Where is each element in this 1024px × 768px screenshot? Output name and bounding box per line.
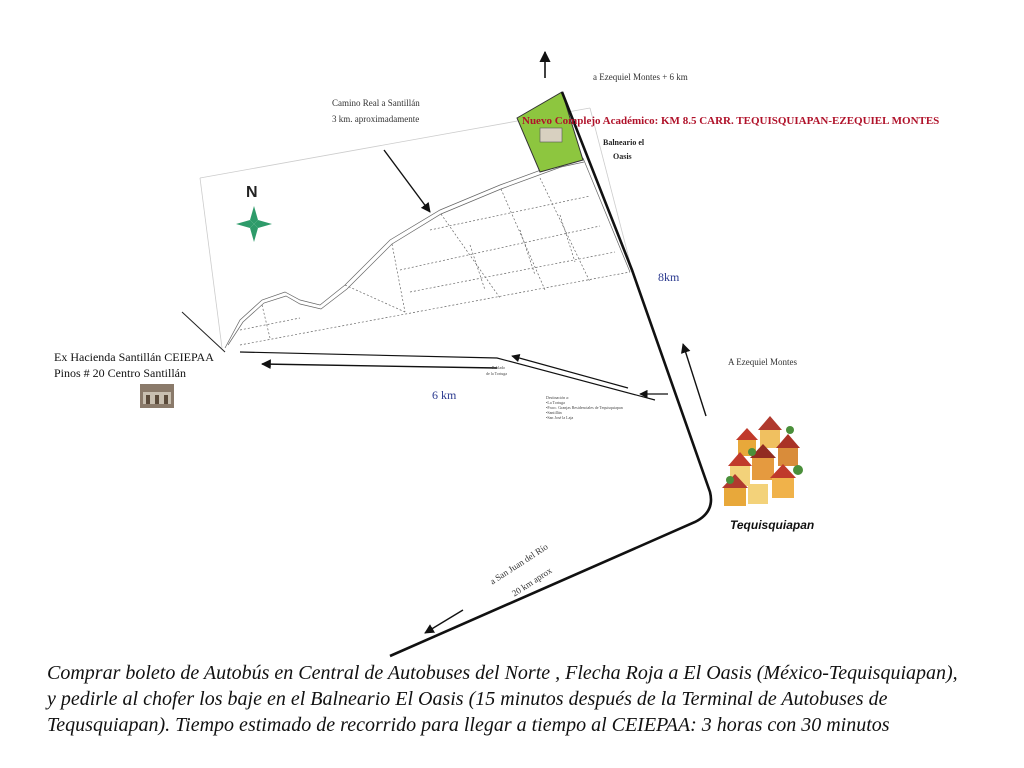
destino-item: •San José la Laja bbox=[546, 415, 574, 420]
label-poblado-2: de la Tortuga bbox=[486, 371, 507, 376]
label-6km: 6 km bbox=[432, 388, 457, 402]
label-pinos: Pinos # 20 Centro Santillán bbox=[54, 366, 186, 380]
hacienda-photo-icon bbox=[140, 384, 174, 408]
label-nuevo-complejo: Nuevo Complejo Académico: KM 8.5 CARR. T… bbox=[522, 115, 940, 127]
arrow-up-right bbox=[681, 343, 707, 417]
town-houses-icon bbox=[722, 416, 803, 506]
parcel-plan bbox=[224, 157, 631, 349]
route-map bbox=[140, 50, 803, 658]
label-poblado: Poblado bbox=[492, 365, 506, 370]
label-tequisquiapan: Tequisquiapan bbox=[730, 518, 815, 532]
guide-line bbox=[181, 311, 226, 353]
destino-item: •La Tortuga bbox=[546, 400, 565, 405]
label-ezequiel-top: a Ezequiel Montes + 6 km bbox=[593, 72, 688, 82]
label-ezequiel-right: A Ezequiel Montes bbox=[728, 357, 797, 367]
label-camino-real: Camino Real a Santillán bbox=[332, 98, 420, 108]
destino-item: •Santillán bbox=[546, 410, 562, 415]
label-8km: 8km bbox=[658, 270, 680, 284]
destino-item: •Fracc. Granjas Residenciales de Tequisq… bbox=[546, 405, 623, 410]
north-compass-icon bbox=[236, 206, 272, 242]
north-label: N bbox=[246, 184, 258, 201]
complex-building-icon bbox=[539, 127, 563, 143]
destinos-list: Destinación a: •La Tortuga •Fracc. Granj… bbox=[546, 395, 623, 420]
label-ex-hacienda: Ex Hacienda Santillán CEIEPAA bbox=[54, 350, 214, 364]
label-camino-real-dist: 3 km. aproximadamente bbox=[332, 114, 420, 124]
label-balneario: Balneario el bbox=[603, 138, 645, 147]
destino-item: Destinación a: bbox=[546, 395, 569, 400]
arrow-camino-real bbox=[383, 149, 431, 213]
arrow-to-santillan bbox=[261, 359, 498, 370]
road-to-santillan bbox=[239, 351, 656, 401]
label-balneario-2: Oasis bbox=[613, 152, 632, 161]
arrow-poblado bbox=[511, 353, 629, 389]
highway bbox=[389, 91, 713, 658]
travel-instructions: Comprar boleto de Autobús en Central de … bbox=[47, 662, 958, 736]
arrow-san-juan bbox=[424, 609, 464, 634]
